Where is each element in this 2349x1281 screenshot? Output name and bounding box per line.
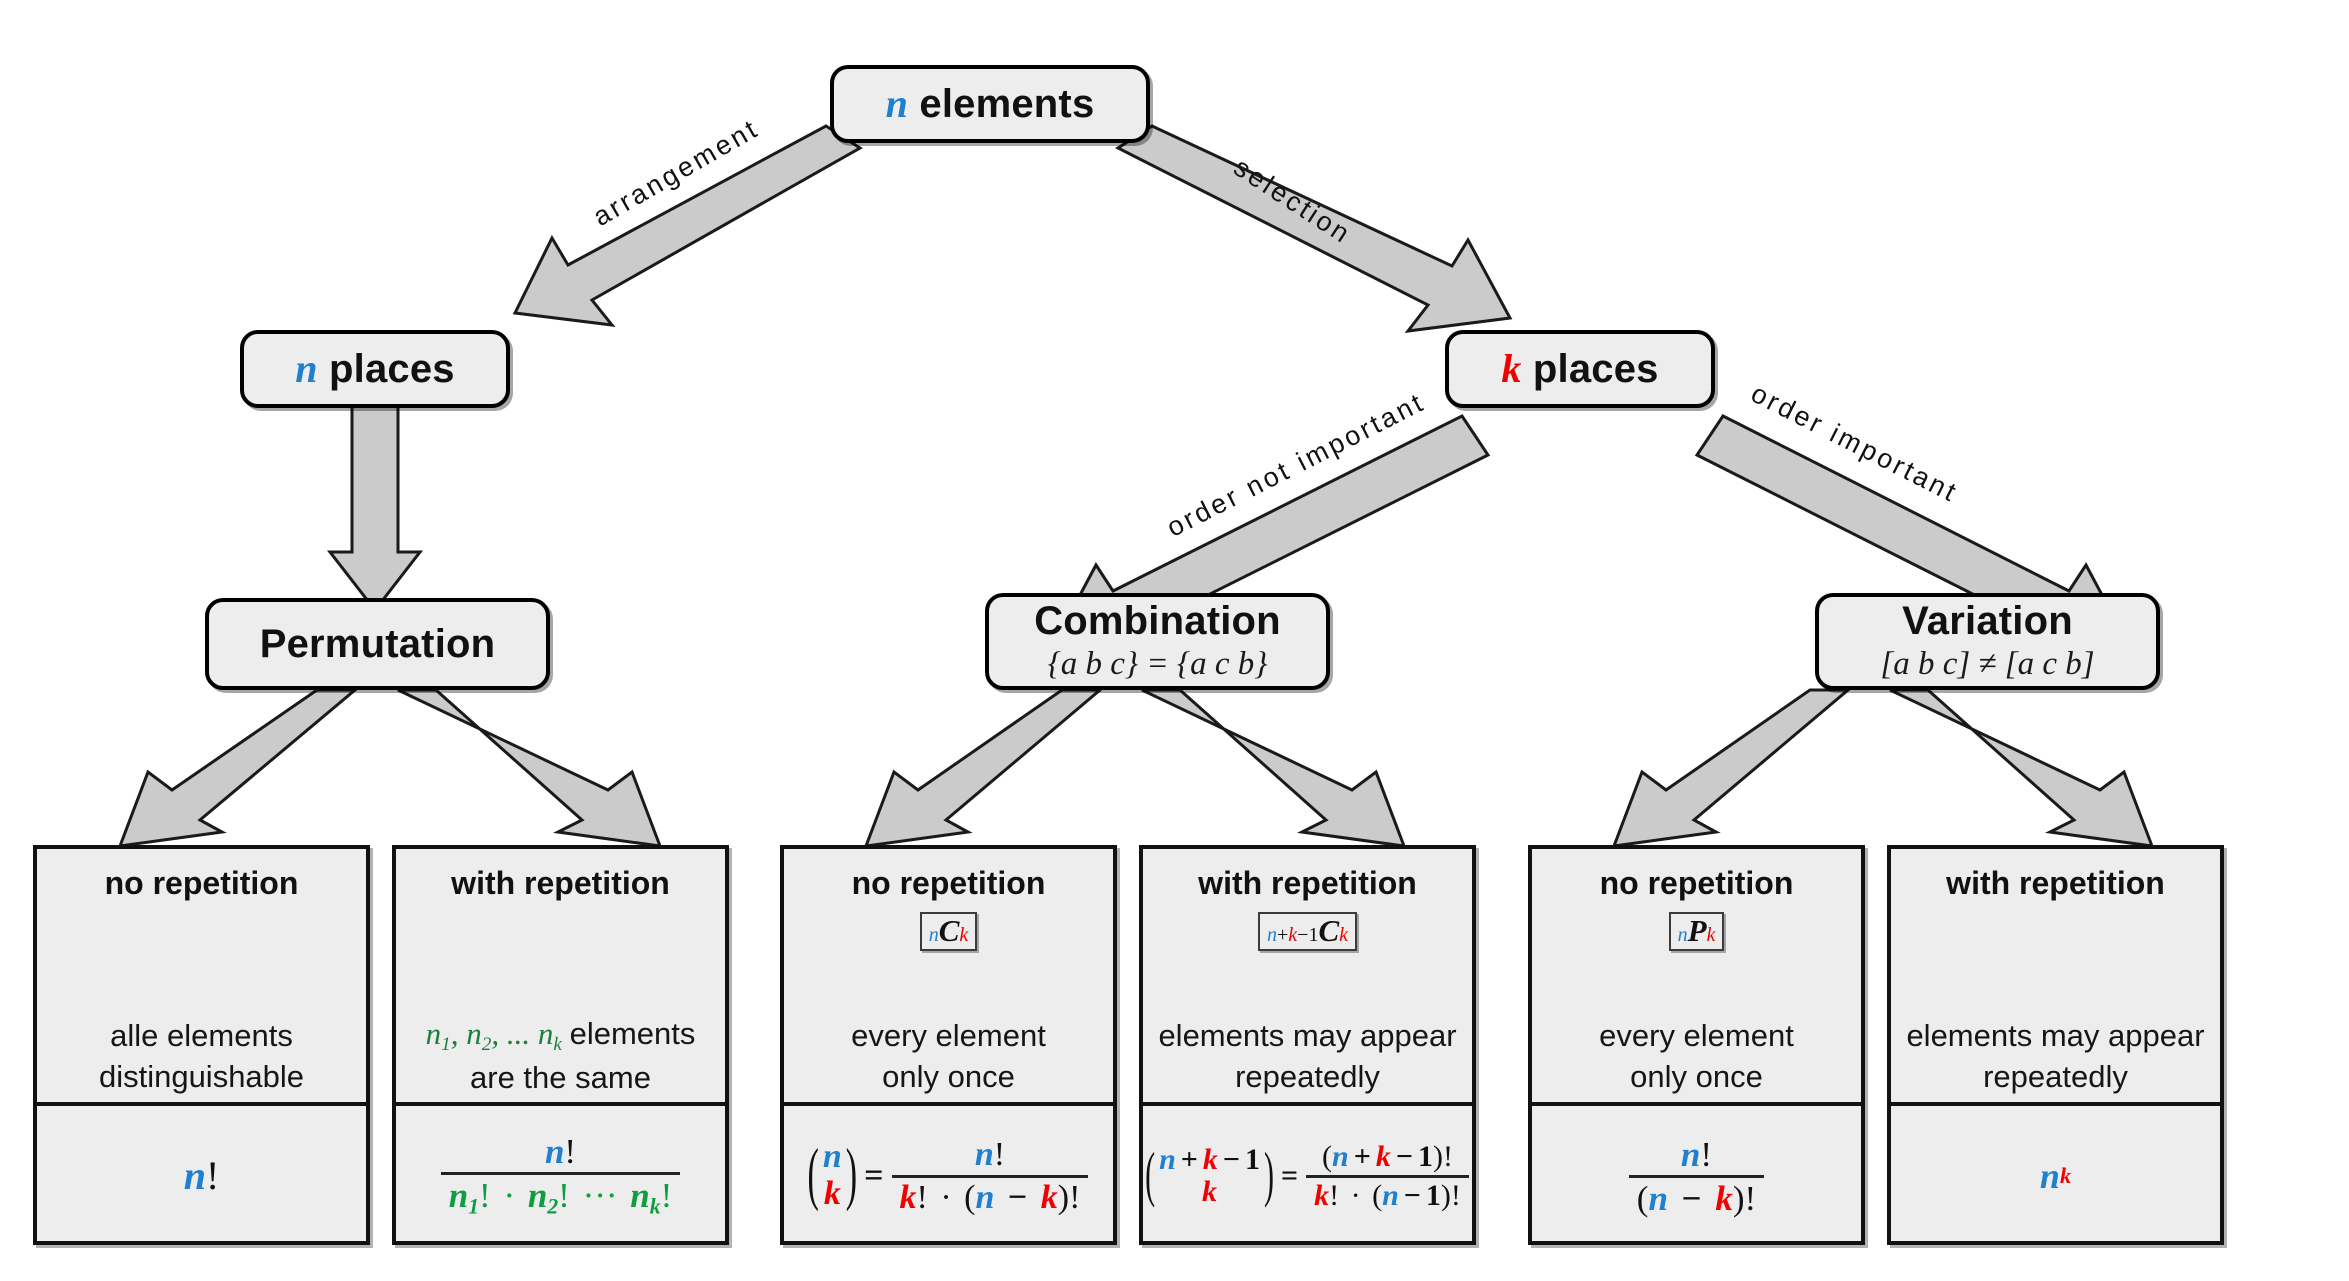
- leaf-header-cell: no repetition nPk: [1532, 849, 1861, 1011]
- symbol-n: n: [295, 346, 318, 391]
- node-combination[interactable]: Combination {a b c} = {a c b}: [985, 593, 1330, 690]
- leaf-header: no repetition: [104, 865, 299, 901]
- leaf-description-cell: elements may appear repeatedly: [1891, 1011, 2220, 1106]
- leaf-header: with repetition: [1198, 865, 1417, 901]
- leaf-variation-with-repetition[interactable]: with repetition elements may appear repe…: [1887, 845, 2224, 1245]
- formula-n-factorial: n!: [183, 1153, 220, 1198]
- leaf-description: every element only once: [851, 1018, 1046, 1094]
- node-n-elements[interactable]: n elements: [830, 65, 1150, 143]
- edge-label-order-important: order important: [1746, 378, 1964, 509]
- formula-binomial-nk: ( n k ) = n! k! · (n − k)!: [806, 1137, 1092, 1215]
- leaf-description: elements may appear repeatedly: [1906, 1018, 2205, 1094]
- leaf-formula-cell: n! (n − k)!: [1532, 1106, 1861, 1246]
- node-variation[interactable]: Variation [a b c] ≠ [a c b]: [1815, 593, 2160, 690]
- leaf-header-cell: with repetition: [1891, 849, 2220, 1011]
- arrow-permutation-to-with-repetition: [397, 688, 663, 848]
- leaf-combination-no-repetition[interactable]: no repetition nCk every element only onc…: [780, 845, 1117, 1245]
- leaf-description: every element only once: [1599, 1018, 1794, 1094]
- leaf-description: n1, n2, ... nk elements are the same: [425, 1016, 696, 1096]
- node-n-places-label: n places: [295, 346, 455, 391]
- leaf-description-cell: elements may appear repeatedly: [1143, 1011, 1472, 1106]
- node-n-elements-word: elements: [919, 82, 1095, 126]
- node-k-places-label: k places: [1501, 346, 1659, 391]
- arrow-n-places-to-permutation: [326, 396, 424, 613]
- edge-label-selection: selection: [1228, 152, 1358, 250]
- leaf-description-cell: alle elements distinguishable: [37, 1011, 366, 1106]
- node-k-places[interactable]: k places: [1445, 330, 1715, 408]
- leaf-formula-cell: n!: [37, 1106, 366, 1246]
- leaf-header-cell: no repetition: [37, 849, 366, 1011]
- leaf-header-cell: with repetition n+k−1Ck: [1143, 849, 1472, 1011]
- node-variation-title: Variation: [1902, 599, 2073, 644]
- leaf-description: elements may appear repeatedly: [1158, 1018, 1457, 1094]
- formula-binomial-n-plus-k-minus-1: ( n+k−1 k ) = (n+k−1)! k! · (n−1)!: [1143, 1141, 1472, 1211]
- leaf-formula-cell: ( n+k−1 k ) = (n+k−1)! k! · (n−1)!: [1143, 1106, 1472, 1246]
- formula-variation-no-repetition: n! (n − k)!: [1626, 1137, 1767, 1216]
- leaf-formula-cell: ( n k ) = n! k! · (n − k)!: [784, 1106, 1113, 1246]
- node-permutation-title: Permutation: [259, 622, 496, 666]
- node-combination-title: Combination: [1034, 599, 1281, 644]
- leaf-description-cell: every element only once: [784, 1011, 1113, 1106]
- symbol-k: k: [1501, 346, 1522, 391]
- leaf-description: alle elements distinguishable: [98, 1018, 305, 1094]
- leaf-header: no repetition: [851, 865, 1046, 901]
- arrow-combination-to-no-repetition: [863, 688, 1105, 848]
- notation-nPk: nPk: [1668, 912, 1725, 951]
- leaf-permutation-with-repetition[interactable]: with repetition n1, n2, ... nk elements …: [392, 845, 729, 1245]
- symbol-n: n: [885, 81, 909, 126]
- node-variation-example: [a b c] ≠ [a c b]: [1880, 646, 2095, 683]
- node-k-places-word: places: [1532, 347, 1659, 391]
- leaf-header-cell: no repetition nCk: [784, 849, 1113, 1011]
- node-combination-example: {a b c} = {a c b}: [1047, 646, 1268, 683]
- arrow-permutation-to-no-repetition: [117, 688, 360, 848]
- edge-label-arrangement: arrangement: [588, 112, 765, 232]
- formula-permutation-repetition: n! n1! · n2! ··· nk!: [438, 1134, 684, 1218]
- node-n-elements-label: n elements: [885, 81, 1095, 126]
- leaf-description-cell: every element only once: [1532, 1011, 1861, 1106]
- leaf-header-cell: with repetition: [396, 849, 725, 1011]
- arrow-combination-to-with-repetition: [1141, 688, 1407, 848]
- arrow-variation-to-with-repetition: [1889, 688, 2155, 848]
- notation-nCk: nCk: [919, 912, 978, 951]
- leaf-combination-with-repetition[interactable]: with repetition n+k−1Ck elements may app…: [1139, 845, 1476, 1245]
- notation-n-plus-k-minus-1-C-k: n+k−1Ck: [1257, 912, 1358, 951]
- leaf-header: no repetition: [1599, 865, 1794, 901]
- arrow-variation-to-no-repetition: [1611, 688, 1853, 848]
- leaf-description-cell: n1, n2, ... nk elements are the same: [396, 1011, 725, 1106]
- node-n-places[interactable]: n places: [240, 330, 510, 408]
- leaf-permutation-no-repetition[interactable]: no repetition alle elements distinguisha…: [33, 845, 370, 1245]
- edge-label-order-not-important: order not important: [1162, 386, 1430, 543]
- node-permutation[interactable]: Permutation: [205, 598, 550, 690]
- leaf-formula-cell: n! n1! · n2! ··· nk!: [396, 1106, 725, 1246]
- leaf-variation-no-repetition[interactable]: no repetition nPk every element only onc…: [1528, 845, 1865, 1245]
- leaf-header: with repetition: [1946, 865, 2165, 901]
- node-n-places-word: places: [329, 347, 455, 391]
- leaf-header: with repetition: [451, 865, 670, 901]
